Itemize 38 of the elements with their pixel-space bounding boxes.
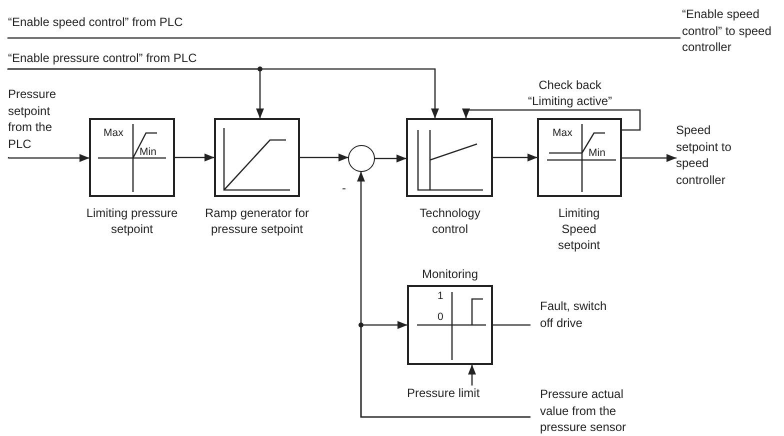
axis-label: Max — [104, 126, 124, 138]
signal-arrow — [174, 154, 214, 162]
block-caption: - — [341, 180, 347, 196]
axis-label: 0 — [438, 310, 444, 322]
signal-arrow — [622, 154, 676, 162]
axis-label: Max — [552, 126, 572, 138]
signal-label: Fault, switch off drive — [530, 298, 610, 350]
block-caption: Limiting Speed setpoint — [556, 205, 602, 253]
signal-label: Pressure setpoint from the PLC — [8, 86, 70, 158]
signal-label: Pressure limit — [407, 385, 499, 401]
signal-arrow — [492, 154, 538, 162]
signal-label: Speed setpoint to speed controller — [676, 122, 748, 192]
block-caption: Technology control — [418, 205, 482, 237]
axis-label: 1 — [438, 290, 444, 302]
signal-line — [7, 36, 680, 39]
signal-arrow — [468, 364, 476, 386]
ramp-generator-block — [214, 118, 300, 197]
block-caption: Ramp generator for pressure setpoint — [204, 205, 310, 237]
signal-label: Pressure actual value from the pressure sensor — [530, 386, 648, 436]
signal-label: “Enable pressure control” from PLC — [8, 50, 268, 69]
block-caption: Monitoring — [420, 266, 480, 282]
signal-label: “Enable speed control” from PLC — [8, 14, 268, 38]
signal-arrow — [300, 154, 348, 162]
signal-arrow — [462, 108, 641, 131]
signal-line — [492, 324, 530, 326]
axis-label: Min — [588, 146, 606, 158]
summing-junction — [348, 145, 375, 172]
axis-label: Min — [140, 146, 156, 158]
signal-arrow — [374, 154, 406, 162]
limiter-block — [89, 118, 175, 197]
limiter-block — [537, 118, 622, 197]
signal-arrow — [7, 154, 90, 162]
signal-arrow — [360, 321, 530, 418]
signal-label: “Enable speed control” to speed controller — [680, 6, 784, 58]
technology-controller-block — [406, 118, 493, 197]
signal-arrow — [7, 68, 439, 118]
monitoring-block — [407, 285, 493, 365]
block-caption: Limiting pressure setpoint — [85, 205, 179, 237]
